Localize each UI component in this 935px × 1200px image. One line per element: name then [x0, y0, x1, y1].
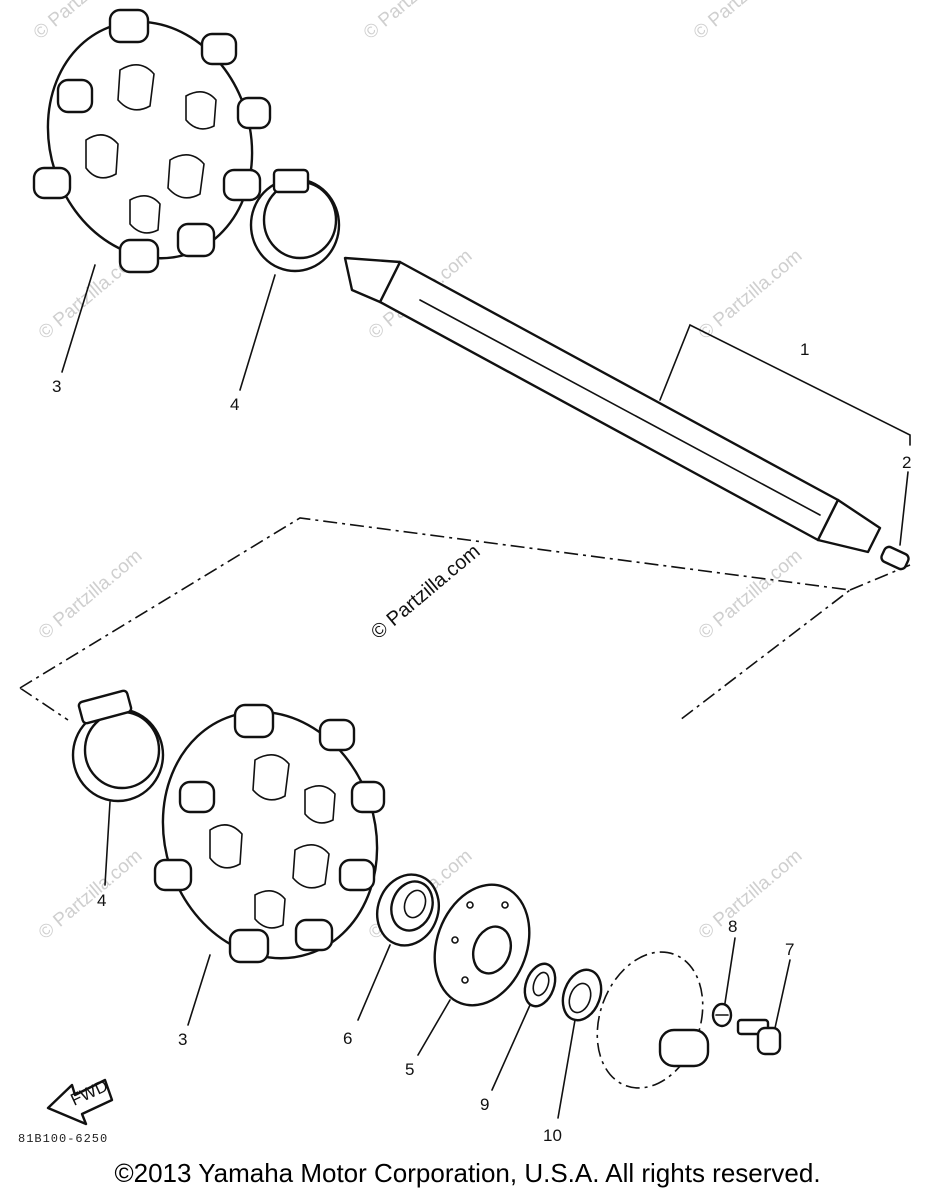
center-watermark: © Partzilla.com — [367, 540, 484, 643]
callout-5: 5 — [405, 1060, 414, 1079]
leader-line — [61, 264, 96, 373]
leader-line — [104, 801, 111, 886]
drawing-code: 81B100-6250 — [18, 1132, 108, 1146]
bolt — [736, 1018, 782, 1056]
callout-1: 1 — [800, 340, 809, 359]
callout-8: 8 — [728, 917, 737, 936]
callout-9: 9 — [480, 1095, 489, 1114]
bearing — [376, 873, 440, 947]
watermark: © Partzilla.com — [690, 0, 802, 44]
leader-line — [357, 944, 391, 1021]
callout-3: 3 — [178, 1030, 187, 1049]
callout-4: 4 — [97, 891, 106, 910]
sprocket-lower — [153, 703, 386, 964]
leader-line — [899, 471, 909, 546]
watermark: © Partzilla.com — [35, 545, 147, 643]
watermark: © Partzilla.com — [695, 245, 807, 343]
leader-line — [417, 999, 451, 1056]
callout-7: 7 — [785, 940, 794, 959]
leader-line — [774, 959, 791, 1029]
collar — [561, 968, 603, 1022]
watermark: © Partzilla.com — [695, 545, 807, 643]
watermark: © Partzilla.com — [695, 845, 807, 943]
copyright-notice: ©2013 Yamaha Motor Corporation, U.S.A. A… — [114, 1158, 821, 1188]
fwd-arrow: FWD — [46, 1076, 114, 1126]
leader-line — [557, 1019, 576, 1119]
clamp-upper — [249, 168, 341, 273]
lock-washer — [711, 1002, 733, 1028]
leader-line — [491, 1004, 531, 1091]
sprocket-upper — [32, 8, 272, 274]
callout-4: 4 — [230, 395, 239, 414]
washer — [523, 962, 557, 1008]
end-pin — [880, 545, 910, 571]
clamp-lower — [71, 689, 165, 803]
watermark: © Partzilla.com — [360, 0, 472, 44]
callout-3: 3 — [52, 377, 61, 396]
callout-6: 6 — [343, 1029, 352, 1048]
leader-line — [724, 937, 736, 1004]
callout-10: 10 — [543, 1126, 562, 1145]
shaft — [343, 256, 882, 554]
hub — [596, 951, 710, 1089]
leader-line — [239, 274, 276, 391]
leader-line — [659, 323, 911, 446]
watermark: © Partzilla.com — [35, 845, 147, 943]
housing-plate — [433, 883, 531, 1007]
leader-line — [187, 954, 211, 1026]
callout-2: 2 — [902, 453, 911, 472]
